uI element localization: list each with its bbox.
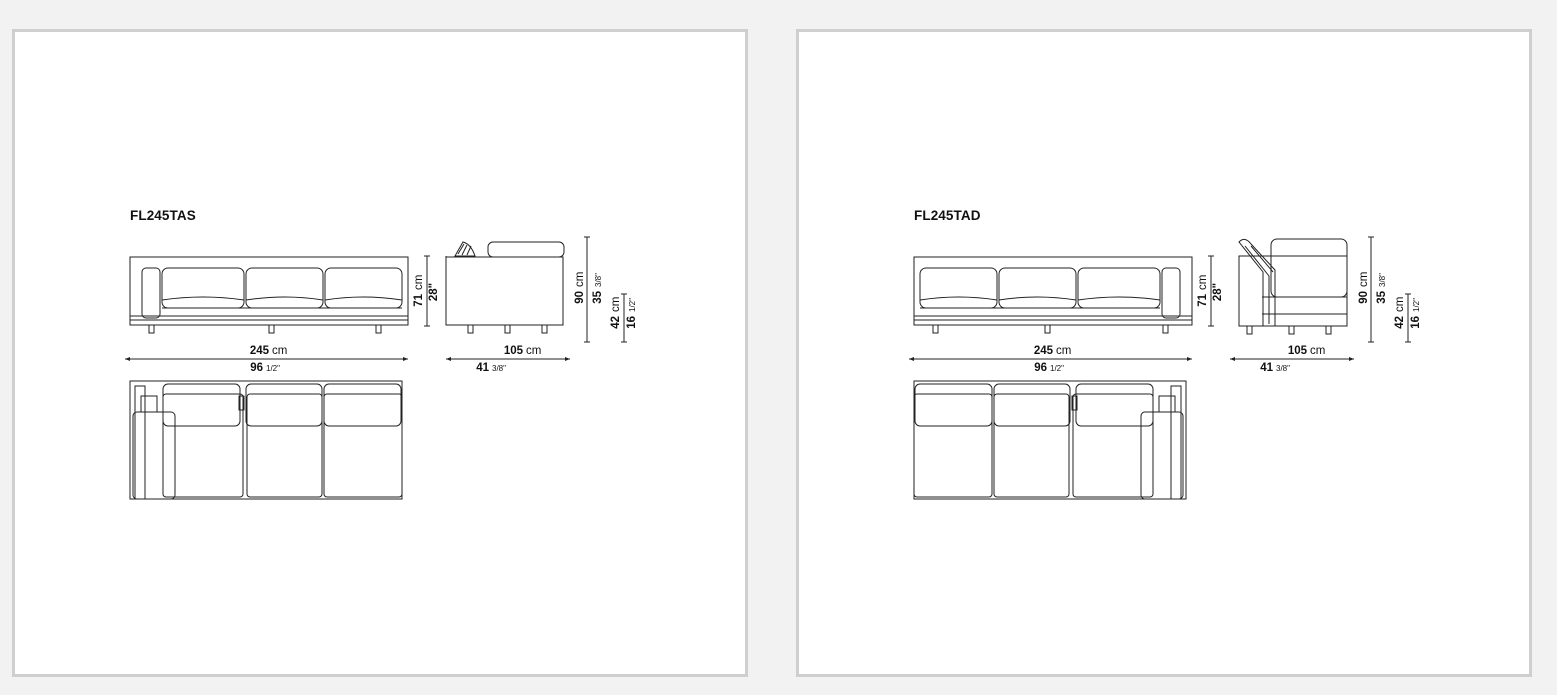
depth-cm-unit: cm: [526, 345, 541, 357]
technical-drawing: 245 cm 96 1/2" 105 cm 41 3/8" 71 cm 28" …: [909, 236, 1422, 500]
front-view: [125, 255, 430, 360]
total-height-cm-value: 90: [574, 291, 586, 304]
side-view: [445, 236, 627, 360]
product-card-left: FL245TAS: [12, 29, 748, 677]
front-view: [909, 255, 1214, 360]
total-height-cm-value: 90: [1358, 291, 1370, 304]
width-in-value: 96: [1034, 362, 1047, 374]
product-card-right: FL245TAD: [796, 29, 1532, 677]
height-cm-value: 71: [413, 293, 425, 306]
depth-in-fraction: 3/8": [492, 364, 506, 373]
total-height-in-value: 35: [592, 290, 604, 303]
width-in-fraction: 1/2": [266, 364, 280, 373]
depth-cm-unit: cm: [1310, 345, 1325, 357]
height-cm-value: 71: [1197, 293, 1209, 306]
height-in-value: 28": [428, 283, 440, 301]
depth-in-value: 41: [1260, 362, 1273, 374]
total-height-cm-unit: cm: [574, 272, 586, 287]
seat-height-in-fraction: 1/2": [628, 298, 637, 312]
seat-height-in-fraction: 1/2": [1412, 298, 1421, 312]
product-code: FL245TAD: [914, 208, 981, 223]
total-height-cm-unit: cm: [1358, 272, 1370, 287]
seat-height-cm-unit: cm: [610, 297, 622, 312]
product-code: FL245TAS: [130, 208, 196, 223]
height-cm-unit: cm: [1197, 275, 1209, 290]
width-cm-unit: cm: [272, 345, 287, 357]
width-cm-value: 245: [250, 345, 270, 357]
seat-height-cm-unit: cm: [1394, 297, 1406, 312]
depth-cm-value: 105: [1288, 345, 1308, 357]
seat-height-cm-value: 42: [610, 316, 622, 329]
width-in-fraction: 1/2": [1050, 364, 1064, 373]
width-cm-unit: cm: [1056, 345, 1071, 357]
plan-view: [913, 380, 1187, 500]
seat-height-cm-value: 42: [1394, 316, 1406, 329]
height-cm-unit: cm: [413, 275, 425, 290]
total-height-in-fraction: 3/8": [1378, 273, 1387, 287]
side-view: [1230, 236, 1411, 360]
seat-height-in-value: 16: [626, 316, 638, 329]
plan-view: [129, 380, 403, 500]
depth-in-fraction: 3/8": [1276, 364, 1290, 373]
dimensions: 245 cm 96 1/2" 105 cm 41 3/8" 71 cm 28" …: [250, 272, 638, 374]
dimensions: 245 cm 96 1/2" 105 cm 41 3/8" 71 cm 28" …: [1034, 272, 1422, 374]
technical-drawing: 245 cm 96 1/2" 105 cm 41 3/8" 71 cm 28" …: [125, 236, 638, 500]
height-in-value: 28": [1212, 283, 1224, 301]
depth-in-value: 41: [476, 362, 489, 374]
seat-height-in-value: 16: [1410, 316, 1422, 329]
total-height-in-fraction: 3/8": [594, 273, 603, 287]
total-height-in-value: 35: [1376, 290, 1388, 303]
width-in-value: 96: [250, 362, 263, 374]
width-cm-value: 245: [1034, 345, 1054, 357]
depth-cm-value: 105: [504, 345, 524, 357]
